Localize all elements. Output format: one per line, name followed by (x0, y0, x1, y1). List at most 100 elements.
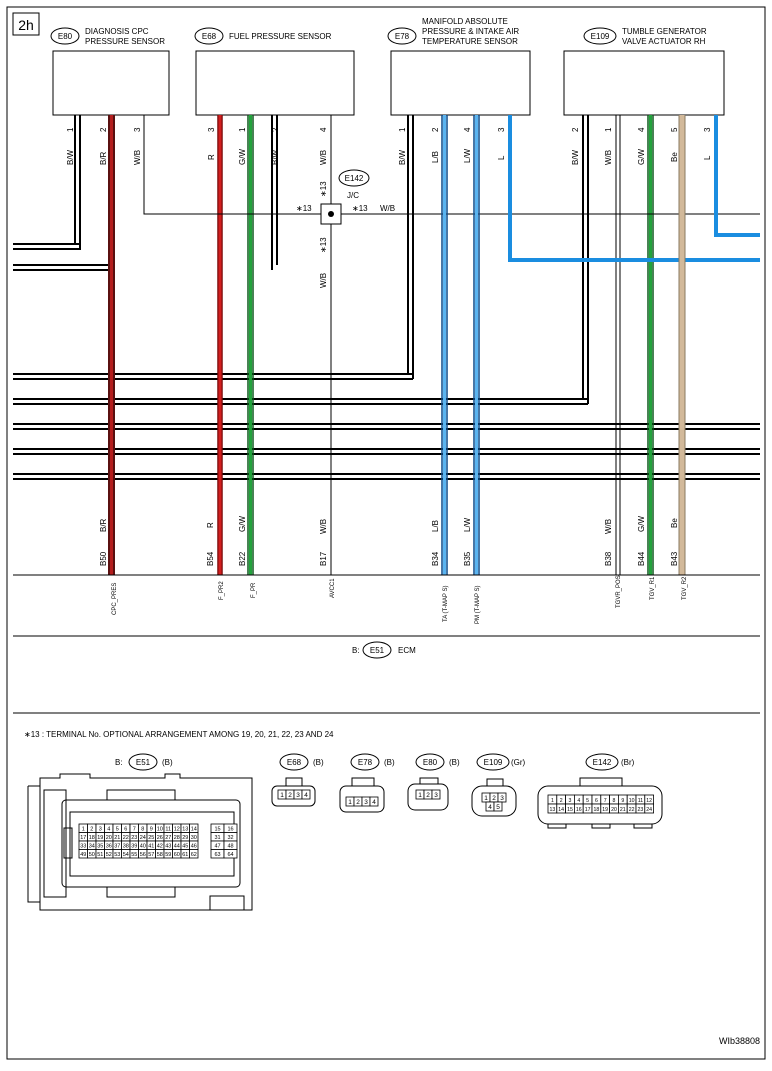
jc-mark-left: ∗13 (296, 204, 312, 213)
e142-key (579, 777, 623, 787)
e142-pin-number: 23 (638, 807, 644, 813)
e142-pin-number: 9 (621, 798, 624, 804)
e142-pin-number: 8 (613, 798, 616, 804)
wire-wb (143, 115, 760, 575)
e78-pin-number: 2 (356, 799, 360, 806)
e51-left-notch (63, 827, 73, 859)
connector-color: (B) (313, 758, 324, 767)
ecm-wire-code: G/W (238, 516, 247, 532)
connector-code: E51 (136, 758, 151, 767)
ecm-wire-code: B/R (99, 518, 108, 532)
connector-color: (Br) (621, 758, 635, 767)
connector-color: (B) (449, 758, 460, 767)
e51-pin-number: 12 (174, 826, 180, 832)
e51-pin-number: 40 (140, 843, 146, 849)
e51-pin-number: 46 (191, 843, 197, 849)
e142-pin-number: 15 (567, 807, 573, 813)
e51-pin-number: 63 (214, 852, 220, 858)
component-code-badge (583, 27, 617, 45)
pin-number: 3 (133, 127, 142, 132)
connector-code: E68 (287, 758, 302, 767)
e51-pin-number: 25 (148, 835, 154, 841)
e51-pin-number: 54 (123, 852, 129, 858)
e109-pin-cell (493, 801, 503, 812)
wire-code: R (207, 154, 216, 160)
e51-pin-number: 45 (182, 843, 188, 849)
e51-pin-number: 49 (80, 852, 86, 858)
footnote: ∗13 : TERMINAL No. OPTIONAL ARRANGEMENT … (24, 730, 334, 739)
pin-labels: 1 B/W 2 B/R 3 W/B 3 R 1 G/W 2 B/W 4 W/B … (66, 127, 712, 288)
e51-lower-tab (209, 895, 245, 911)
ecm-code-badge (362, 641, 392, 659)
e68-pin-number: 2 (288, 792, 292, 799)
pin-number: 1 (604, 127, 613, 132)
ecm-terminal: B54 (206, 551, 215, 566)
ecm-terminal: B22 (238, 551, 247, 566)
e142-pin-number: 7 (604, 798, 607, 804)
pin-number: 5 (670, 127, 679, 132)
component-box-e68 (195, 50, 355, 116)
e68-pin-number: 4 (304, 792, 308, 799)
wire-gw (247, 115, 654, 575)
jc-mark-right: ∗13 (352, 204, 368, 213)
connector-e51-body (27, 773, 253, 911)
component-code: E80 (58, 32, 73, 41)
pin-number: 4 (463, 127, 472, 132)
component-box-e78 (390, 50, 531, 116)
joint-connector-e142: E142 J/C ∗13 ∗13 W/B ∗13 ∗13 (296, 169, 395, 253)
wire-code: L/W (463, 148, 472, 163)
ecm-signal: PM (T-MAP S) (475, 585, 481, 624)
jc-node (328, 211, 334, 217)
e51-pin-number: 24 (140, 835, 146, 841)
wire-code: B/W (398, 149, 407, 165)
wire-code: L/B (431, 151, 440, 163)
wire-l-e109-3 (714, 115, 760, 237)
e142-foot (591, 823, 611, 829)
wire-code: B/W (66, 149, 75, 165)
e51-pin-number: 8 (141, 826, 144, 832)
e51-pin-number: 31 (214, 835, 220, 841)
e51-pin-number: 33 (80, 843, 86, 849)
connector-code-badge (415, 753, 445, 771)
wire-l (508, 115, 760, 262)
pin-number: 4 (319, 127, 328, 132)
ecm-wire-code: G/W (637, 516, 646, 532)
e78-pin-number: 4 (372, 799, 376, 806)
e51-pin-number: 34 (89, 843, 95, 849)
e51-pin-number: 55 (131, 852, 137, 858)
wire-lb-lw (441, 115, 480, 575)
e51-pin-cell (223, 849, 238, 859)
jc-code: E142 (345, 174, 364, 183)
e109-pin-number: 2 (492, 795, 496, 802)
e51-left-tab (27, 786, 40, 903)
connector-e80-body (407, 777, 449, 811)
e51-pin-number: 17 (80, 835, 86, 841)
e51-pin-number: 41 (148, 843, 154, 849)
e51-pin-number: 4 (107, 826, 110, 832)
jc-mark-down: ∗13 (319, 237, 328, 253)
pin-number: 3 (497, 127, 506, 132)
e51-pin-number: 23 (131, 835, 137, 841)
page-label: 2h (18, 17, 34, 33)
ecm-signal: TA (T-MAP S) (443, 586, 449, 622)
ecm-signal: TGV_R2 (682, 576, 688, 600)
component-code: E78 (395, 32, 410, 41)
connector-code-badge (128, 753, 158, 771)
connector-e78-body (339, 777, 385, 813)
wire-bw-e80-1 (13, 115, 76, 245)
connector-code: E109 (484, 758, 503, 767)
ecm-wire-code: L/W (463, 517, 472, 532)
ecm-signal: TGVR_POS (616, 575, 622, 608)
ecm-signal-labels: CPC_PRES F_PR2 F_PR AVCC1 TA (T-MAP S) P… (112, 575, 688, 624)
e142-pin-number: 20 (611, 807, 617, 813)
bus-bars (13, 243, 760, 480)
wire-code: Be (670, 152, 679, 162)
e142-pin-number: 17 (585, 807, 591, 813)
wire-be (678, 115, 686, 575)
e51-pin-number: 35 (97, 843, 103, 849)
connector-color: (B) (384, 758, 395, 767)
